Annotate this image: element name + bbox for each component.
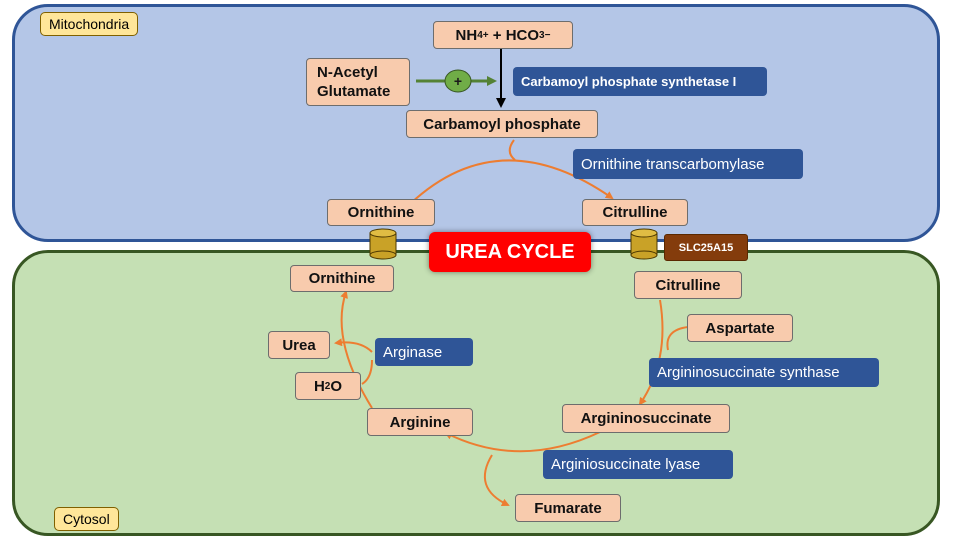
urea: Urea [268, 331, 330, 359]
fumarate: Fumarate [515, 494, 621, 522]
otc-enzyme: Ornithine transcarbomylase [573, 149, 803, 179]
arginase-enzyme: Arginase [375, 338, 473, 366]
citrulline-mitochondria: Citrulline [582, 199, 688, 226]
cytosol-compartment [12, 250, 940, 536]
activator-plus-symbol: + [453, 73, 463, 89]
arginine: Arginine [367, 408, 473, 436]
carbamoyl-phosphate: Carbamoyl phosphate [406, 110, 598, 138]
aspartate: Aspartate [687, 314, 793, 342]
n-acetyl-glutamate: N-Acetyl Glutamate [306, 58, 410, 106]
ass-enzyme: Argininosuccinate synthase [649, 358, 879, 387]
slc25a15-label: SLC25A15 [664, 234, 748, 261]
cytosol-label: Cytosol [54, 507, 119, 531]
cps1-enzyme: Carbamoyl phosphate synthetase I [513, 67, 767, 96]
asl-enzyme: Arginiosuccinate lyase [543, 450, 733, 479]
citrulline-cytosol: Citrulline [634, 271, 742, 299]
urea-cycle-title: UREA CYCLE [429, 232, 591, 272]
ornithine-mitochondria: Ornithine [327, 199, 435, 226]
ornithine-cytosol: Ornithine [290, 265, 394, 292]
mitochondria-label: Mitochondria [40, 12, 139, 36]
argininosuccinate: Argininosuccinate [562, 404, 730, 433]
